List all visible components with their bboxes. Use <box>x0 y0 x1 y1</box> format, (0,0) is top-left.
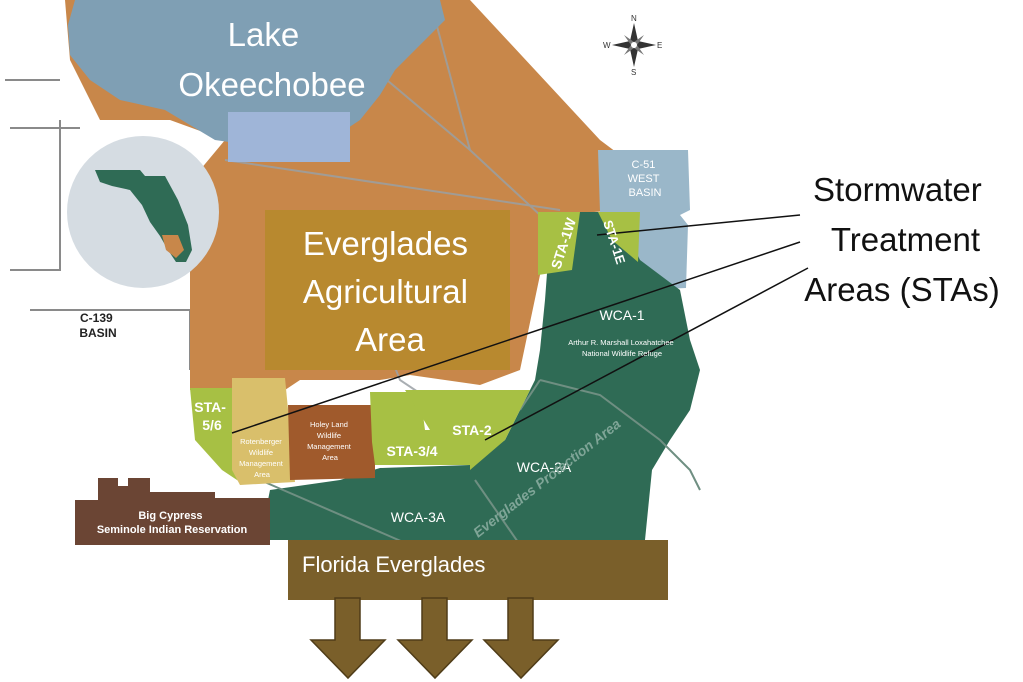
callout-line-sta56 <box>231 241 801 434</box>
rotenberger-label-line1: Rotenberger <box>240 437 282 446</box>
florida-everglades-label: Florida Everglades <box>302 552 485 577</box>
wca1-sublabel: Arthur R. Marshall Loxahatchee National … <box>568 338 676 358</box>
c139-label-line1: C-139 <box>80 311 113 325</box>
eaa-label-line3: Area <box>355 321 425 358</box>
stas-callout-line1: Stormwater <box>813 171 982 208</box>
rotenberger-label-line4: Area <box>254 470 271 479</box>
c51-west-basin <box>598 150 690 290</box>
sta-34-label: STA-3/4 <box>386 443 437 459</box>
compass-n: N <box>631 14 637 23</box>
holeyland-label-line4: Area <box>322 453 339 462</box>
eaa-label: Everglades Agricultural Area <box>303 225 477 358</box>
rotenberger-region <box>232 378 295 485</box>
callout-line-sta2 <box>484 267 809 441</box>
sta-56-region <box>190 388 240 482</box>
lake-label-line1: Lake <box>228 16 300 53</box>
holeyland-region <box>288 405 375 480</box>
compass-e: E <box>657 41 662 50</box>
eaa-box <box>265 210 510 370</box>
sta-callout-lines <box>231 214 809 441</box>
rotenberger-label-line2: Wildlife <box>249 448 273 457</box>
lake-okeechobee <box>68 0 445 150</box>
compass-w: W <box>603 41 611 50</box>
sta-1w-region <box>538 212 580 275</box>
wca2a-label: WCA-2A <box>517 459 572 475</box>
flow-arrow-1 <box>309 597 387 680</box>
stas-callout-label: Stormwater Treatment Areas (STAs) <box>804 171 1000 308</box>
lake-label-line2: Okeechobee <box>178 66 365 103</box>
big-cypress-reservation <box>75 478 270 545</box>
sta-56-label-line1: STA- <box>194 399 226 415</box>
big-cypress-label-line1: Big Cypress <box>138 510 202 522</box>
sta-56-label: STA- 5/6 <box>194 399 230 433</box>
flow-arrows <box>309 597 560 680</box>
florida-highlight <box>162 235 184 258</box>
holeyland-label-line3: Management <box>307 442 352 451</box>
rotenberger-label-line3: Management <box>239 459 284 468</box>
wca-region <box>255 212 700 540</box>
stas-callout-line3: Areas (STAs) <box>804 271 1000 308</box>
rotenberger-label: Rotenberger Wildlife Management Area <box>239 437 285 479</box>
big-cypress-label: Big Cypress Seminole Indian Reservation <box>97 510 248 536</box>
sta-56-label-line2: 5/6 <box>202 417 222 433</box>
compass-rose: N S E W <box>603 14 662 77</box>
wca3a-label: WCA-3A <box>391 509 446 525</box>
holeyland-label-line2: Wildlife <box>317 431 341 440</box>
sta-2-label: STA-2 <box>452 422 492 438</box>
stas-callout-line2: Treatment <box>831 221 980 258</box>
callout-line-sta1 <box>596 214 801 236</box>
wca1-sublabel-line1: Arthur R. Marshall Loxahatchee <box>568 338 673 347</box>
c51-label-line2: WEST <box>628 173 660 185</box>
florida-everglades-banner <box>288 540 668 600</box>
flow-arrow-2 <box>396 597 474 680</box>
flow-arrow-3 <box>482 597 560 680</box>
c51-label-line3: BASIN <box>628 187 661 199</box>
big-cypress-label-line2: Seminole Indian Reservation <box>97 524 248 536</box>
wca1-label: WCA-1 <box>599 307 644 323</box>
holeyland-label: Holey Land Wildlife Management Area <box>307 420 353 462</box>
eaa-label-line2: Agricultural <box>303 273 468 310</box>
florida-locator-inset <box>67 136 219 288</box>
c51-label-line1: C-51 <box>632 159 656 171</box>
sta-2-region <box>405 390 530 470</box>
lake-shallow-area <box>228 112 350 162</box>
sta-34-region <box>370 392 470 465</box>
compass-s: S <box>631 68 636 77</box>
c139-label: C-139 BASIN <box>79 311 116 340</box>
lake-label: Lake Okeechobee <box>178 16 365 103</box>
eaa-label-line1: Everglades <box>303 225 468 262</box>
wca1-sublabel-line2: National Wildlife Refuge <box>582 349 662 358</box>
c51-label: C-51 WEST BASIN <box>628 159 663 199</box>
holeyland-label-line1: Holey Land <box>310 420 348 429</box>
sta-1e-region <box>598 212 640 262</box>
c139-label-line2: BASIN <box>79 326 116 340</box>
